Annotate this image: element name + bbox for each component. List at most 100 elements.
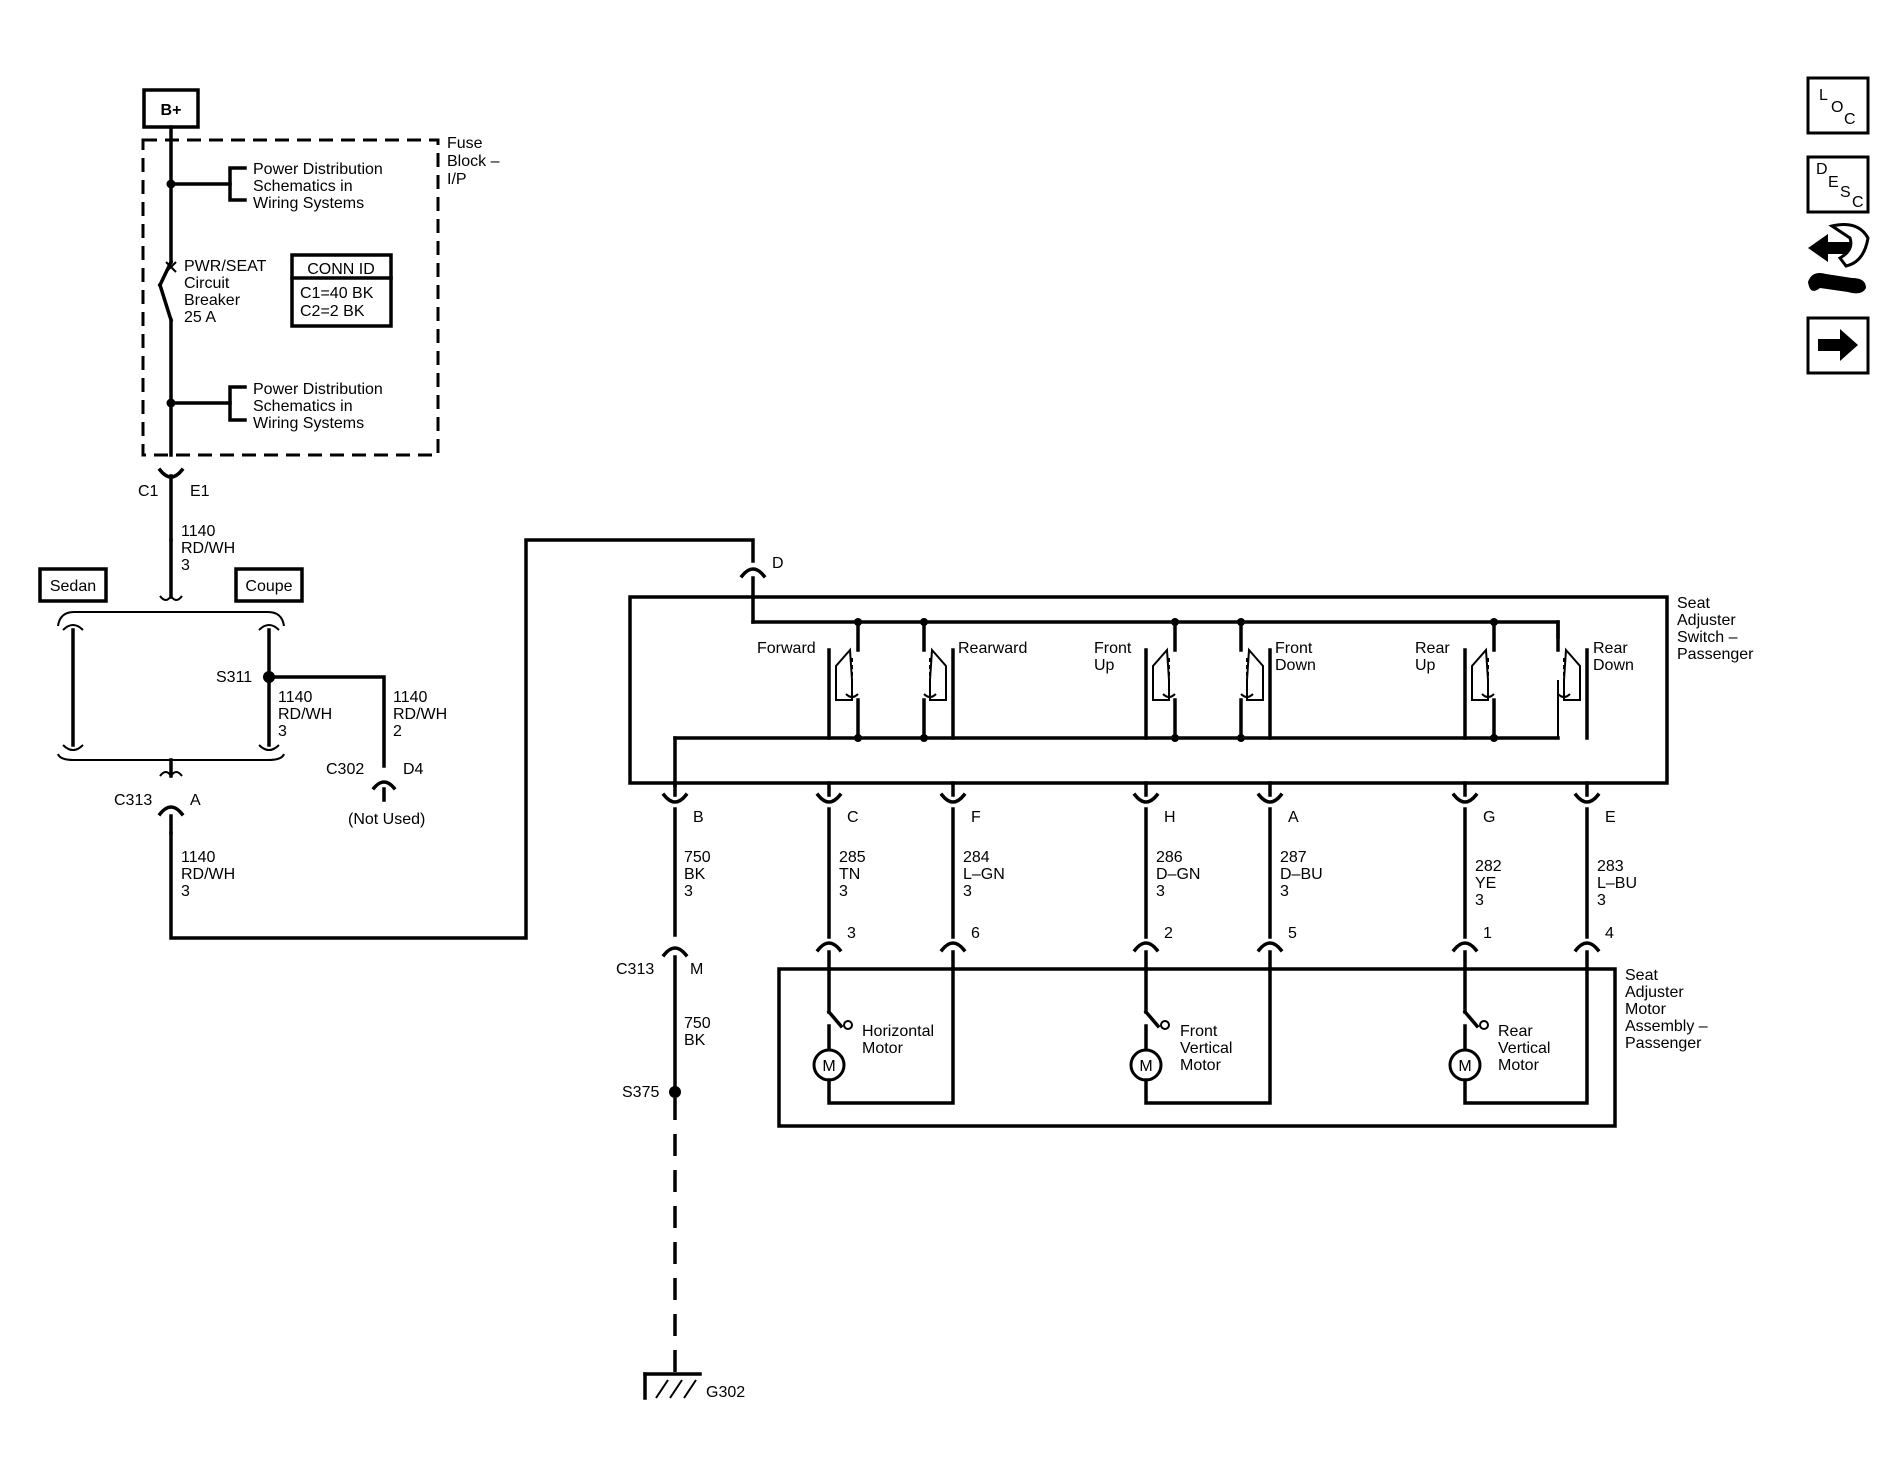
svg-text:S: S	[1840, 184, 1851, 201]
option-bracket-top	[57, 611, 285, 627]
bracket-icon	[228, 166, 247, 202]
motor-pin-connector	[1132, 941, 1160, 953]
contact-rearward-label: Rearward	[958, 640, 1027, 657]
wire-1140-c302-label: 1140 RD/WH 2	[393, 689, 452, 740]
contact-rear-up-label: Rear Up	[1415, 640, 1454, 674]
bracket-icon	[228, 385, 247, 422]
arrow-right-icon[interactable]	[1806, 316, 1870, 375]
seat-adjuster-motor-assembly	[777, 967, 1617, 1128]
connector-m-label: M	[690, 961, 703, 978]
connector-d-label: D	[772, 555, 784, 572]
svg-text:L: L	[1819, 87, 1828, 104]
switch-pin-connector	[939, 792, 967, 804]
motor-pin-connector	[815, 941, 843, 953]
fuse-block-outline	[141, 138, 440, 457]
contact-forward	[827, 647, 862, 742]
contact-rear-down	[1557, 647, 1589, 740]
connector-c313-a	[157, 805, 185, 817]
wire-1140-s311-label: 1140 RD/WH 3	[278, 689, 337, 740]
horizontal-motor-label: Horizontal Motor	[862, 1023, 938, 1057]
motor-switch-contact	[1462, 1009, 1480, 1029]
ground-icon	[643, 1372, 702, 1400]
contact-front-up-label: Front Up	[1094, 640, 1136, 674]
switch-pin-label: B	[693, 809, 704, 826]
motor-pin-label: 2	[1164, 925, 1173, 942]
seat-adjuster-switch-title: Seat Adjuster Switch – Passenger	[1677, 595, 1754, 663]
svg-text:C: C	[1852, 194, 1864, 211]
contact-front-up	[1144, 647, 1179, 742]
conn-id-table	[290, 253, 393, 328]
svg-text:D: D	[1816, 161, 1828, 178]
switch-pin-connector	[815, 792, 843, 804]
limit-switch-icon	[1160, 1020, 1170, 1030]
switch-pin-label: F	[971, 809, 981, 826]
option-coupe	[234, 567, 304, 603]
svg-text:C: C	[1844, 111, 1856, 128]
circuit-breaker-label: PWR/SEAT Circuit Breaker 25 A	[184, 258, 271, 326]
wire-1140-run	[169, 538, 755, 940]
contact-rearward	[920, 647, 955, 742]
motor-return	[1463, 967, 1589, 1105]
option-coupe-label: Coupe	[245, 578, 292, 595]
wire-750-bottom-label: 750 BK	[684, 1015, 715, 1049]
limit-switch-icon	[1479, 1020, 1489, 1030]
motor-pin-connector	[1256, 941, 1284, 953]
motor-pin-connector	[1451, 941, 1479, 953]
limit-switch-icon	[843, 1020, 853, 1030]
ground-g302-label: G302	[706, 1384, 745, 1401]
option-sedan	[38, 567, 108, 603]
wire-750-top-label: 750 BK 3	[684, 849, 715, 900]
conn-id-values: C1=40 BK C2=2 BK	[300, 285, 378, 320]
contact-rear-up	[1463, 647, 1498, 742]
front-vertical-motor-label: Front Vertical Motor	[1180, 1023, 1237, 1074]
motor-switch-contact	[1143, 1009, 1161, 1029]
b-plus-label: B+	[161, 102, 182, 119]
motor-pin-label: 3	[847, 925, 856, 942]
motor-switch-contact	[826, 1009, 844, 1029]
circuit-breaker-icon	[157, 259, 177, 323]
wrench-arrows-icon[interactable]	[1808, 223, 1870, 294]
contact-front-down-label: Front Down	[1275, 640, 1317, 674]
switch-pin-connector	[1451, 792, 1479, 804]
connector-switch-d	[739, 567, 767, 579]
switch-pin-label: C	[847, 809, 859, 826]
motor-symbol: M	[1458, 1058, 1471, 1075]
connector-a-label: A	[190, 792, 201, 809]
motor-assembly-title: Seat Adjuster Motor Assembly – Passenger	[1625, 967, 1712, 1052]
switch-pin-label: A	[1288, 809, 1299, 826]
wire-1140-bottom-label: 1140 RD/WH 3	[181, 849, 240, 900]
motor-symbol: M	[822, 1058, 835, 1075]
not-used-label: (Not Used)	[348, 811, 425, 828]
connector-c1-label: C1	[138, 483, 159, 500]
connector-c302	[371, 780, 397, 791]
switch-pin-connector	[1256, 792, 1284, 804]
contact-front-down	[1237, 647, 1272, 742]
conn-id-title: CONN ID	[307, 261, 375, 278]
connector-c313-lower-label: C313	[616, 961, 654, 978]
loc-button[interactable]: L O C	[1806, 76, 1870, 135]
switch-pin-connector	[661, 792, 689, 804]
option-sedan-label: Sedan	[50, 578, 96, 595]
connector-c313-m	[661, 946, 689, 958]
splice-s375-dot	[669, 1086, 681, 1098]
wire-1140-top-label: 1140 RD/WH 3	[181, 523, 240, 574]
motor-return	[827, 967, 955, 1105]
motor-return	[1144, 967, 1272, 1105]
motor-symbol: M	[1139, 1058, 1152, 1075]
fuse-block-label: Fuse Block – I/P	[447, 135, 504, 188]
motor-pin-connector	[939, 941, 967, 953]
motor-pin-label: 1	[1483, 925, 1492, 942]
splice-s375-label: S375	[622, 1084, 659, 1101]
svg-text:O: O	[1831, 99, 1843, 116]
connector-c313-label: C313	[114, 792, 152, 809]
motor-pin-label: 6	[971, 925, 980, 942]
switch-pin-connector	[1132, 792, 1160, 804]
rear-vertical-motor-label: Rear Vertical Motor	[1498, 1023, 1555, 1074]
switch-pin-connector	[1573, 792, 1601, 804]
desc-button[interactable]: D E S C	[1806, 155, 1870, 214]
